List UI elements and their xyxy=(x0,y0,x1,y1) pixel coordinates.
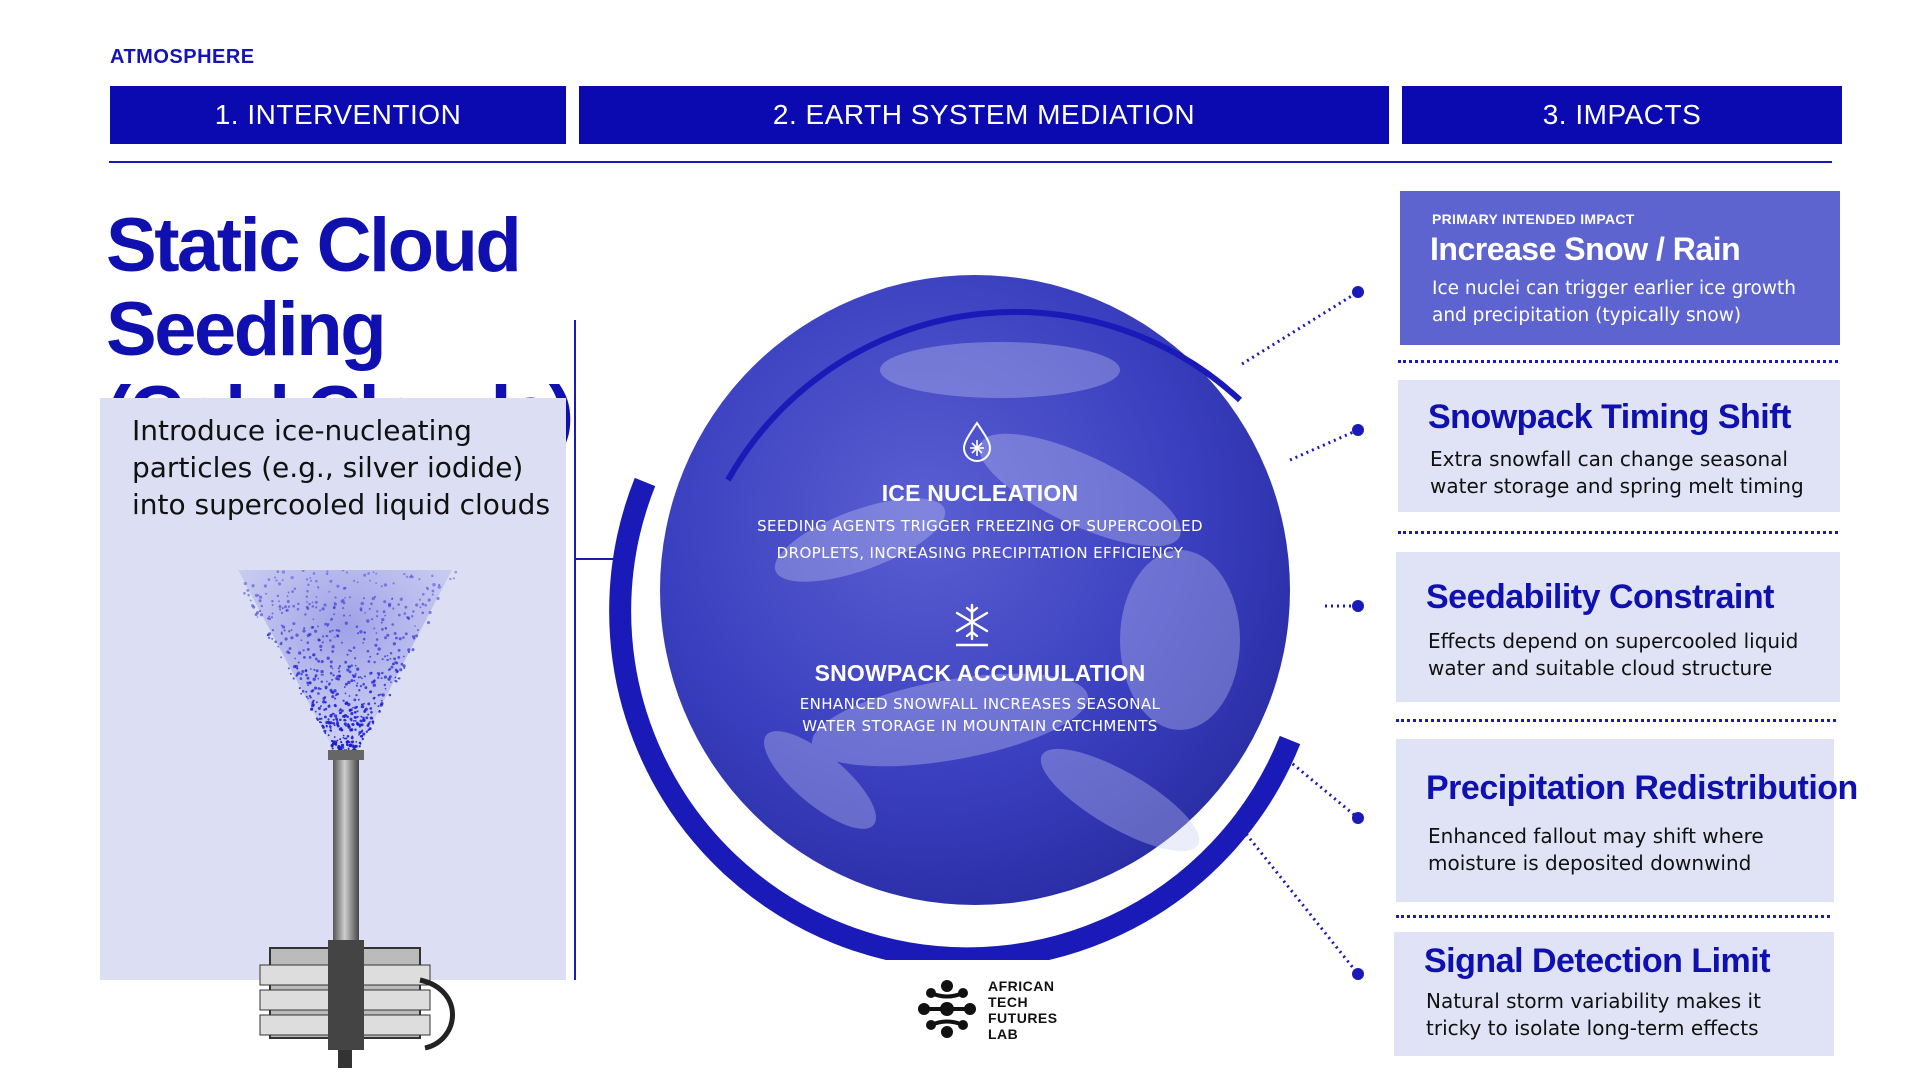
impact-description: Ice nuclei can trigger earlier ice growt… xyxy=(1432,275,1796,329)
orbit-ring-top xyxy=(725,308,1243,482)
connector-vertical xyxy=(574,320,576,980)
logo-line-2: TECH xyxy=(988,994,1029,1010)
impact-description: Extra snowfall can change seasonal water… xyxy=(1430,446,1804,500)
snowflake-icon xyxy=(950,603,994,647)
impact-description: Natural storm variability makes it trick… xyxy=(1426,988,1761,1042)
intervention-line-2: particles (e.g., silver iodide) xyxy=(132,451,524,484)
impact-line-2: water storage and spring melt timing xyxy=(1430,474,1804,498)
african-tech-futures-lab-logo-icon xyxy=(918,980,976,1038)
impact-card-signal-detection-limit: Signal Detection Limit Natural storm var… xyxy=(1394,932,1834,1056)
earth-globe xyxy=(609,275,1301,960)
impact-description: Effects depend on supercooled liquid wat… xyxy=(1428,628,1798,682)
impact-title: Seedability Constraint xyxy=(1426,578,1774,616)
impact-card-increase-snow-rain: PRIMARY INTENDED IMPACT Increase Snow / … xyxy=(1400,191,1840,345)
impact-title: Increase Snow / Rain xyxy=(1430,231,1741,267)
impact-line-1: Enhanced fallout may shift where xyxy=(1428,824,1764,848)
logo-line-4: LAB xyxy=(988,1026,1019,1042)
impact-line-2: moisture is deposited downwind xyxy=(1428,851,1752,875)
orbit-ring-bottom xyxy=(609,477,1301,960)
impact-line-1: Natural storm variability makes it xyxy=(1426,989,1761,1013)
impact-card-precipitation-redistribution: Precipitation Redistribution Enhanced fa… xyxy=(1396,739,1858,902)
impact-title: Snowpack Timing Shift xyxy=(1428,398,1791,436)
impact-divider xyxy=(1398,360,1838,363)
ice-nucleation-title: ICE NUCLEATION xyxy=(881,480,1079,506)
impact-divider xyxy=(1396,915,1830,918)
impact-line-1: Ice nuclei can trigger earlier ice growt… xyxy=(1432,278,1796,299)
droplet-snowflake-icon xyxy=(955,420,999,464)
impact-card-seedability-constraint: Seedability Constraint Effects depend on… xyxy=(1396,552,1840,702)
title-line-1: Static Cloud Seeding xyxy=(106,203,522,372)
impact-line-2: water and suitable cloud structure xyxy=(1428,656,1773,680)
intervention-line-1: Introduce ice-nucleating xyxy=(132,414,472,447)
logo-text: AFRICAN TECH FUTURES LAB xyxy=(988,978,1058,1042)
header-intervention: 1. INTERVENTION xyxy=(110,86,566,144)
snowpack-accumulation-block: SNOWPACK ACCUMULATION ENHANCED SNOWFALL … xyxy=(740,660,1220,737)
impact-card-snowpack-timing-shift: Snowpack Timing Shift Extra snowfall can… xyxy=(1398,380,1840,512)
impact-divider xyxy=(1396,719,1836,722)
generator-pipe xyxy=(333,756,359,946)
logo-line-3: FUTURES xyxy=(988,1010,1058,1026)
impact-line-1: Extra snowfall can change seasonal xyxy=(1430,447,1788,471)
nozzle xyxy=(328,750,364,760)
intervention-description: Introduce ice-nucleating particles (e.g.… xyxy=(132,412,552,523)
header-impacts: 3. IMPACTS xyxy=(1402,86,1842,144)
header-earth-system-mediation: 2. EARTH SYSTEM MEDIATION xyxy=(579,86,1389,144)
impact-line-1: Effects depend on supercooled liquid xyxy=(1428,629,1799,653)
snowpack-accumulation-line-1: ENHANCED SNOWFALL INCREASES SEASONAL xyxy=(799,695,1161,713)
impact-line-2: and precipitation (typically snow) xyxy=(1432,305,1742,326)
impact-divider xyxy=(1398,531,1838,534)
ice-nucleation-line-2: DROPLETS, INCREASING PRECIPITATION EFFIC… xyxy=(776,544,1184,562)
header-divider xyxy=(109,161,1832,163)
ice-nucleation-line-1: SEEDING AGENTS TRIGGER FREEZING OF SUPER… xyxy=(757,517,1203,535)
logo-line-1: AFRICAN xyxy=(988,978,1055,994)
snowpack-accumulation-line-2: WATER STORAGE IN MOUNTAIN CATCHMENTS xyxy=(802,717,1158,735)
ice-nucleation-block: ICE NUCLEATION SEEDING AGENTS TRIGGER FR… xyxy=(740,480,1220,567)
cloud-swirls xyxy=(764,342,1240,852)
impact-title: Precipitation Redistribution xyxy=(1426,769,1858,807)
connector-horizontal xyxy=(576,558,630,560)
primary-impact-label: PRIMARY INTENDED IMPACT xyxy=(1432,211,1635,227)
section-label: ATMOSPHERE xyxy=(110,46,255,68)
impact-description: Enhanced fallout may shift where moistur… xyxy=(1428,823,1764,877)
generator-base xyxy=(259,940,455,1068)
impact-leader-lines xyxy=(1233,286,1364,980)
cloud-seeding-generator-illustration xyxy=(238,570,458,1068)
intervention-line-3: into supercooled liquid clouds xyxy=(132,488,551,521)
globe-disc xyxy=(660,275,1290,905)
snowpack-accumulation-title: SNOWPACK ACCUMULATION xyxy=(814,660,1146,686)
impact-line-2: tricky to isolate long-term effects xyxy=(1426,1016,1759,1040)
impact-title: Signal Detection Limit xyxy=(1424,942,1771,980)
